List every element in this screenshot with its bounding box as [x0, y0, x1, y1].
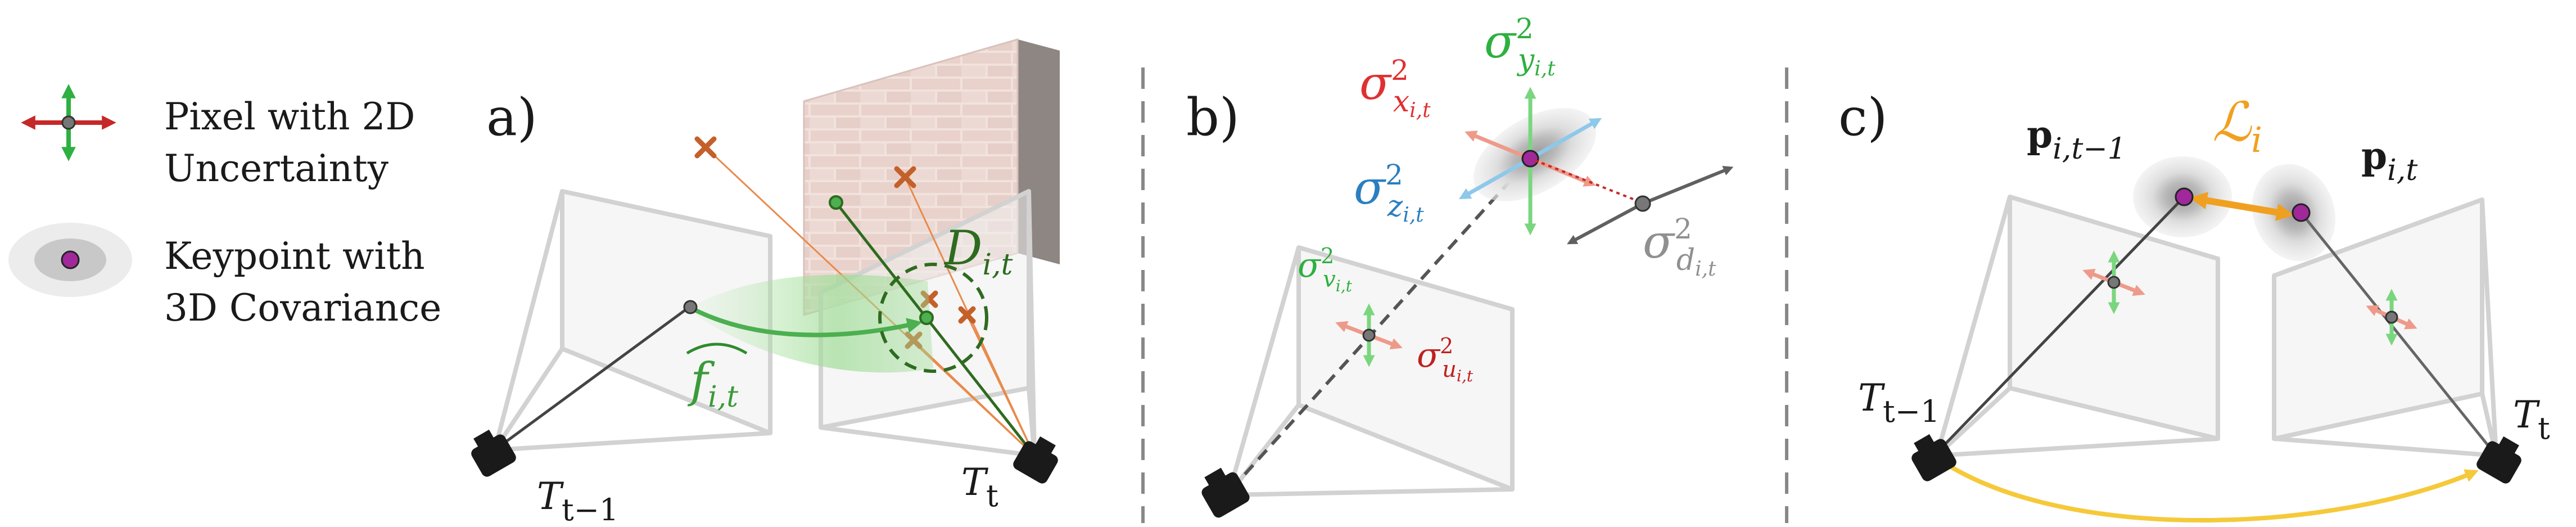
flow-sub: i,t	[708, 380, 738, 414]
ray-prev	[1936, 196, 2185, 454]
ray-curr	[2300, 211, 2497, 457]
camera-frustum-prev-c	[1935, 195, 2220, 458]
pose-prev-sub-c: t−1	[1883, 394, 1940, 429]
pixel-point-prev	[683, 300, 698, 314]
pose-prev-main: T	[537, 475, 564, 518]
p-curr-sub: i,t	[2387, 154, 2417, 187]
legend: Pixel with 2D Uncertainty Keypoint with …	[8, 84, 441, 330]
loss-label: ℒi	[2212, 91, 2262, 160]
pixel-uncertainty-c-prev	[2082, 250, 2145, 314]
pose-curr-main-c: T	[2513, 393, 2541, 436]
loss-arrow	[2189, 192, 2294, 221]
camera-frustum-b	[1226, 245, 1515, 497]
keypoint-prev	[2175, 187, 2194, 206]
depth-label: Di,t	[943, 220, 1013, 282]
camera-icon	[1201, 467, 1250, 518]
pose-prev-sub: t−1	[562, 492, 618, 527]
depth-uncertainty-circle	[878, 263, 988, 373]
depth-uncertainty-arrow	[1534, 159, 1734, 245]
panel-c-label: c)	[1838, 87, 1887, 147]
pose-curr-sub-c: t	[2538, 411, 2550, 446]
legend-pixel-label-line1: Pixel with 2D	[164, 95, 415, 138]
depth-main: D	[943, 220, 982, 276]
keypoint-curr	[2292, 203, 2311, 222]
pixel-ray-prev	[494, 305, 690, 452]
pixel-uncertainty-c-curr	[2366, 289, 2417, 346]
legend-keypoint-label-line2: 3D Covariance	[164, 286, 441, 330]
camera-icon	[471, 429, 516, 477]
legend-pixel-label-line2: Uncertainty	[164, 147, 389, 190]
p-curr-main: p	[2361, 134, 2387, 178]
depth-ray	[829, 195, 1036, 457]
camera-icon	[1911, 434, 1956, 481]
pose-curr-main: T	[961, 461, 989, 504]
camera-icon	[2476, 436, 2521, 484]
camera-frustum-prev	[492, 189, 772, 452]
svg-text:pi,t: pi,t	[2361, 134, 2417, 187]
svg-text:Tt−1: Tt−1	[1858, 376, 1940, 429]
legend-keypoint-label-line1: Keypoint with	[164, 235, 425, 278]
keypoint-covariance-icon	[8, 223, 132, 297]
camera-frustum-curr-c	[2272, 197, 2498, 458]
pose-arrow	[1949, 465, 2479, 523]
panel-a: a)	[471, 38, 1060, 527]
svg-text:Tt−1: Tt−1	[537, 475, 618, 527]
pixel-uncertainty-icon	[21, 84, 116, 161]
depth-sub: i,t	[982, 248, 1013, 282]
panel-c: c)	[1838, 87, 2550, 523]
pose-prev-main-c: T	[1858, 376, 1886, 420]
projection-ray	[1230, 157, 1532, 491]
covariance-ellipse-icon	[1458, 87, 1602, 236]
p-prev-main: p	[2027, 112, 2053, 156]
camera-icon	[1013, 436, 1058, 484]
panel-b: b)	[1186, 12, 1734, 518]
flow-band	[692, 274, 933, 373]
svg-text:Tt: Tt	[961, 461, 998, 514]
panel-b-label: b)	[1186, 87, 1240, 147]
svg-text:pi,t−1: pi,t−1	[2027, 112, 2126, 166]
svg-text:Tt: Tt	[2513, 393, 2550, 446]
pixel-uncertainty-b	[1335, 303, 1403, 367]
pose-curr-sub: t	[986, 478, 998, 514]
p-prev-sub: i,t−1	[2053, 132, 2126, 166]
panel-a-label: a)	[486, 87, 537, 147]
flow-arrow	[690, 306, 923, 337]
